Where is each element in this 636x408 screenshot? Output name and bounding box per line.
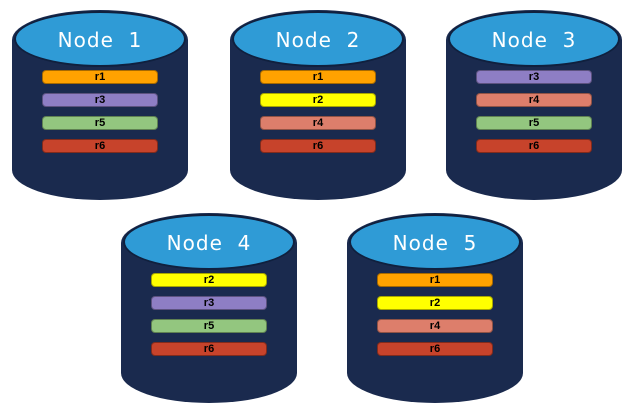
- cylinder-top-ellipse: Node 3: [448, 11, 620, 67]
- node-label: Node 2: [275, 28, 361, 52]
- replica-list: r1 r2 r4 r6: [260, 70, 376, 153]
- replica-list: r1 r2 r4 r6: [377, 273, 493, 356]
- database-node-1: Node 1 r1 r3 r5 r6: [12, 10, 188, 200]
- replica-bar-r1: r1: [42, 70, 158, 84]
- replica-bar-r1: r1: [260, 70, 376, 84]
- replica-bar-r4: r4: [476, 93, 592, 107]
- replica-bar-r6: r6: [260, 139, 376, 153]
- replica-bar-r6: r6: [151, 342, 267, 356]
- database-node-3: Node 3 r3 r4 r5 r6: [446, 10, 622, 200]
- replica-bar-r1: r1: [377, 273, 493, 287]
- replica-bar-r5: r5: [42, 116, 158, 130]
- replica-bar-r4: r4: [377, 319, 493, 333]
- replica-bar-r3: r3: [151, 296, 267, 310]
- replica-bar-r4: r4: [260, 116, 376, 130]
- cylinder-top-ellipse: Node 4: [123, 214, 295, 270]
- database-node-5: Node 5 r1 r2 r4 r6: [347, 213, 523, 403]
- replica-bar-r3: r3: [42, 93, 158, 107]
- database-node-4: Node 4 r2 r3 r5 r6: [121, 213, 297, 403]
- replica-bar-r5: r5: [151, 319, 267, 333]
- replica-bar-r2: r2: [377, 296, 493, 310]
- cylinder-top-ellipse: Node 1: [14, 11, 186, 67]
- replica-bar-r2: r2: [151, 273, 267, 287]
- cylinder-top-ellipse: Node 5: [349, 214, 521, 270]
- replica-bar-r6: r6: [42, 139, 158, 153]
- database-node-2: Node 2 r1 r2 r4 r6: [230, 10, 406, 200]
- node-label: Node 1: [57, 28, 143, 52]
- replica-bar-r2: r2: [260, 93, 376, 107]
- replica-list: r3 r4 r5 r6: [476, 70, 592, 153]
- replica-bar-r5: r5: [476, 116, 592, 130]
- replica-bar-r3: r3: [476, 70, 592, 84]
- node-label: Node 3: [491, 28, 577, 52]
- replica-list: r1 r3 r5 r6: [42, 70, 158, 153]
- node-label: Node 5: [392, 231, 478, 255]
- replica-list: r2 r3 r5 r6: [151, 273, 267, 356]
- node-label: Node 4: [166, 231, 252, 255]
- cylinder-top-ellipse: Node 2: [232, 11, 404, 67]
- replica-bar-r6: r6: [377, 342, 493, 356]
- replica-bar-r6: r6: [476, 139, 592, 153]
